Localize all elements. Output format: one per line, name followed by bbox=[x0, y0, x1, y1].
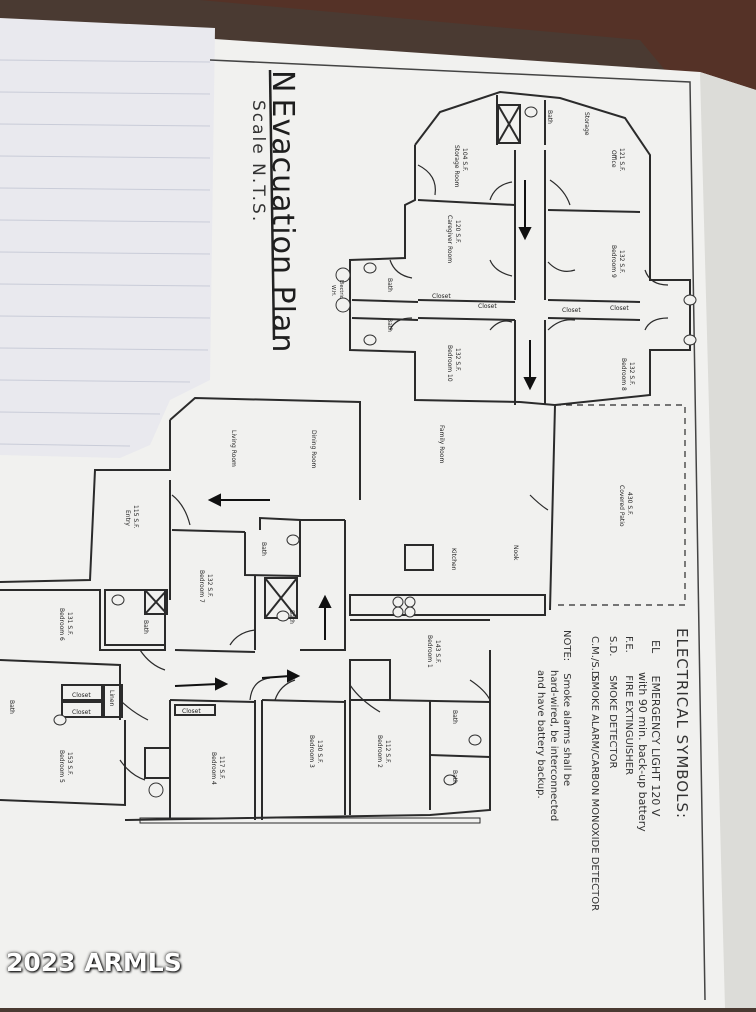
room-size-entry: 115 S.F. bbox=[132, 505, 139, 529]
room-size-bedroom-3: 130 S.F. bbox=[316, 740, 323, 764]
legend-item: with 90 min. back-up battery bbox=[636, 672, 649, 832]
closet-label: Closet bbox=[610, 305, 629, 312]
note-line: and have battery backup. bbox=[535, 670, 546, 799]
legend-item-text: SMOKE ALARM/CARBON MONOXIDE DETECTOR bbox=[589, 675, 600, 912]
notebook-sheet bbox=[0, 18, 215, 458]
room-label-bedroom-8: Bedroom 8 bbox=[620, 358, 627, 391]
north-mark: N bbox=[265, 70, 300, 94]
room-label-entry: Entry bbox=[124, 510, 131, 526]
legend-item: S.D. SMOKE DETECTOR bbox=[607, 636, 618, 768]
note-label: NOTE: bbox=[561, 630, 572, 662]
legend-note: hard-wired, be interconnected bbox=[548, 670, 559, 821]
bath-label: Bath bbox=[386, 278, 393, 292]
room-size-storage-room: 104 S.F. bbox=[461, 148, 468, 172]
wood-grain bbox=[0, 0, 756, 180]
bath-label: Bath bbox=[260, 542, 267, 556]
room-label-bedroom-3: Bedroom 3 bbox=[308, 735, 315, 768]
room-label-living-room: Living Room bbox=[230, 430, 237, 467]
room-size-bedroom-6: 131 S.F. bbox=[66, 612, 73, 636]
room-size-bedroom-9: 132 S.F. bbox=[618, 250, 625, 274]
legend-heading: ELECTRICAL SYMBOLS: bbox=[673, 628, 691, 820]
room-label-bedroom-6: Bedroom 6 bbox=[58, 608, 65, 641]
room-size-covered-patio: 430 S.F. bbox=[626, 492, 633, 516]
title-underline bbox=[268, 69, 276, 341]
closet-label: Closet bbox=[72, 692, 91, 699]
legend-heading-wrap: ELECTRICAL SYMBOLS: bbox=[673, 628, 692, 819]
notebook-lines bbox=[0, 59, 211, 447]
room-label-bedroom-9: Bedroom 9 bbox=[610, 245, 617, 278]
scale-note: Scale N.T.S. bbox=[248, 100, 268, 223]
emergency-light-icon: EL bbox=[649, 640, 662, 654]
plan-title: Evacuation Plan bbox=[265, 98, 300, 354]
room-size-bedroom-2: 112 S.F. bbox=[384, 740, 391, 764]
closet-label: Closet bbox=[432, 293, 451, 300]
room-size-bedroom-10: 132 S.F. bbox=[454, 348, 461, 372]
bath-label: Bath bbox=[142, 620, 149, 634]
fire-extinguisher-icon: F.E. bbox=[623, 636, 634, 653]
electric-label: Electric bbox=[338, 280, 344, 299]
room-label-nook: Nook bbox=[512, 545, 519, 561]
room-label-family-room: Family Room bbox=[438, 425, 445, 463]
room-size-bedroom-1: 143 S.F. bbox=[434, 640, 441, 664]
note-line: Smoke alarms shall be bbox=[561, 673, 572, 787]
legend-item-text: with 90 min. back-up battery bbox=[636, 672, 649, 832]
room-label-storage: Storage bbox=[583, 112, 590, 136]
sheet-border bbox=[209, 59, 706, 1001]
scale-label: Scale N.T.S. bbox=[248, 100, 268, 224]
water-heater-label: W.H. bbox=[330, 285, 336, 297]
note-line: hard-wired, be interconnected bbox=[548, 670, 559, 822]
closet-label: Closet bbox=[72, 709, 91, 716]
room-labels: Storage Room 104 S.F. Storage Bath Offic… bbox=[8, 110, 635, 785]
evacuation-arrows bbox=[174, 180, 537, 691]
watermark: 2023 ARMLS bbox=[6, 948, 182, 977]
room-size-office: 121 S.F. bbox=[618, 148, 625, 172]
room-label-bedroom-10: Bedroom 10 bbox=[446, 345, 453, 382]
legend-item: C.M./S.D. SMOKE ALARM/CARBON MONOXIDE DE… bbox=[589, 636, 600, 911]
legend-item-text: SMOKE DETECTOR bbox=[607, 675, 618, 769]
closet-label: Closet bbox=[478, 303, 497, 310]
legend-item: F.E. FIRE EXTINGUISHER bbox=[623, 636, 634, 775]
room-label-storage-room: Storage Room bbox=[453, 145, 460, 188]
legend-note: and have battery backup. bbox=[535, 670, 546, 799]
bath-label: Bath bbox=[288, 610, 295, 624]
room-label-covered-patio: Covered Patio bbox=[618, 485, 625, 527]
closet-label: Closet bbox=[562, 307, 581, 314]
bath-label: Bath bbox=[451, 710, 458, 724]
room-label-bedroom-7: Bedroom 7 bbox=[198, 570, 205, 603]
room-size-bedroom-4: 117 S.F. bbox=[218, 756, 225, 780]
room-size-bedroom-8: 132 S.F. bbox=[628, 362, 635, 386]
bath-label: Bath bbox=[8, 700, 15, 714]
bath-label: Bath bbox=[386, 318, 393, 332]
room-label-bedroom-4: Bedroom 4 bbox=[210, 752, 217, 785]
room-label-bedroom-2: Bedroom 2 bbox=[376, 735, 383, 768]
room-label-bedroom-1: Bedroom 1 bbox=[426, 635, 433, 668]
room-size-bedroom-5: 153 S.F. bbox=[66, 752, 73, 776]
room-size-caregiver: 120 S.F. bbox=[454, 220, 461, 244]
legend-item: EL EMERGENCY LIGHT 120 V bbox=[649, 640, 662, 816]
co-detector-icon: C.M./S.D. bbox=[589, 636, 600, 682]
room-label-office: Office bbox=[610, 150, 617, 168]
paper-shadow bbox=[700, 72, 756, 1008]
room-label-bedroom-5: Bedroom 5 bbox=[58, 750, 65, 783]
door-swings bbox=[119, 164, 669, 781]
room-label-kitchen: Kitchen bbox=[450, 548, 457, 571]
closet-label: Closet bbox=[182, 708, 201, 715]
title-block: N Evacuation Plan bbox=[265, 70, 300, 353]
room-size-bedroom-7: 132 S.F. bbox=[206, 574, 213, 598]
room-label-bath-ne: Bath bbox=[546, 110, 553, 124]
plan-walls bbox=[0, 90, 691, 824]
smoke-detector-icon: S.D. bbox=[607, 636, 618, 657]
bath-label: Bath bbox=[451, 770, 458, 784]
legend-note: NOTE: Smoke alarms shall be bbox=[561, 630, 572, 786]
legend-item-text: FIRE EXTINGUISHER bbox=[623, 675, 634, 776]
room-label-caregiver: Caregiver Room bbox=[446, 215, 453, 263]
legend-item-text: EMERGENCY LIGHT 120 V bbox=[649, 675, 662, 817]
linen-label: Linen bbox=[108, 690, 115, 707]
bath-fixtures bbox=[53, 106, 697, 798]
room-label-dining-room: Dining Room bbox=[310, 430, 317, 469]
